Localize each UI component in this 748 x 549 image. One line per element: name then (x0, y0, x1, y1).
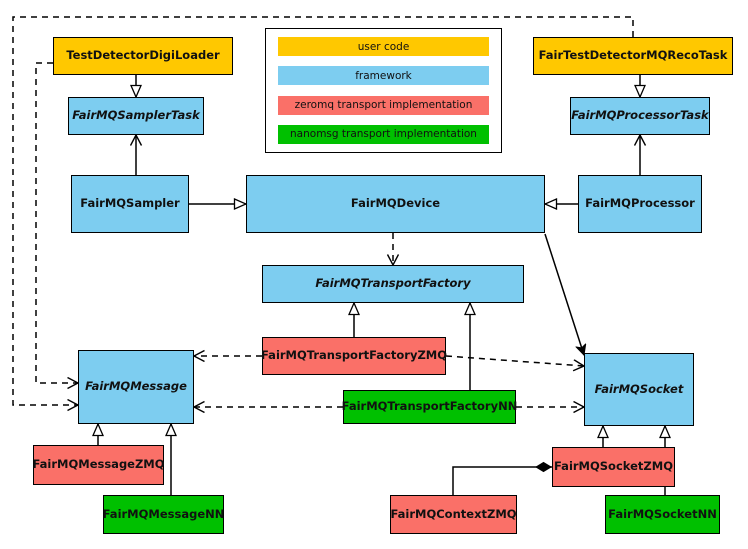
class-box-fairmqprocessor[interactable]: FairMQProcessor (578, 175, 702, 233)
edge-device-socket (544, 233, 584, 355)
class-box-label: FairMQProcessorTask (571, 108, 709, 123)
legend-item-framework: framework (278, 66, 489, 86)
class-box-label: FairMQSocket (594, 381, 684, 396)
class-box-fairmqcontextzmq[interactable]: FairMQContextZMQ (390, 495, 517, 534)
class-box-label: FairMQTransportFactoryNN (341, 399, 518, 414)
class-box-fairmqsocket[interactable]: FairMQSocket (584, 353, 694, 426)
class-box-label: FairMQContextZMQ (390, 506, 517, 521)
class-box-testdetectordigiloader[interactable]: TestDetectorDigiLoader (53, 37, 233, 75)
class-box-fairmqsocketnn[interactable]: FairMQSocketNN (605, 495, 720, 534)
class-box-label: FairMQSocketZMQ (554, 459, 673, 474)
class-box-fairmqtransportfactoryzmq[interactable]: FairMQTransportFactoryZMQ (261, 337, 448, 375)
class-box-label: FairMQMessageZMQ (32, 457, 165, 472)
class-box-label: FairMQSampler (80, 196, 180, 211)
class-box-label: FairMQDevice (350, 196, 441, 211)
class-box-fairmqdevice[interactable]: FairMQDevice (246, 175, 545, 233)
class-box-label: FairMQMessage (85, 379, 187, 394)
class-box-label: FairMQSocketNN (608, 506, 717, 521)
class-box-fairmqtransportfactorynn[interactable]: FairMQTransportFactoryNN (341, 390, 518, 424)
edge-factoryzmq-socket (445, 355, 584, 366)
class-box-label: FairTestDetectorMQRecoTask (538, 48, 728, 63)
class-box-fairmqmessagenn[interactable]: FairMQMessageNN (103, 495, 224, 534)
legend-item-user-code: user code (278, 37, 489, 56)
class-box-fairmqprocessortask[interactable]: FairMQProcessorTask (570, 97, 710, 135)
class-box-label: FairMQMessageNN (102, 506, 225, 521)
class-box-fairmqmessagezmq[interactable]: FairMQMessageZMQ (32, 445, 165, 485)
class-box-fairmqsampler[interactable]: FairMQSampler (71, 175, 189, 233)
legend: user code framework zeromq transport imp… (265, 28, 502, 153)
class-box-fairmqsamplertask[interactable]: FairMQSamplerTask (68, 97, 204, 135)
class-box-label: FairMQTransportFactoryZMQ (261, 348, 448, 363)
class-box-label: FairMQTransportFactory (315, 276, 471, 291)
legend-item-nanomsg: nanomsg transport implementation (278, 124, 489, 144)
class-box-fairtestdetectormqrecotask[interactable]: FairTestDetectorMQRecoTask (533, 37, 733, 75)
class-box-label: FairMQSamplerTask (72, 108, 200, 123)
class-box-fairmqtransportfactory[interactable]: FairMQTransportFactory (262, 265, 524, 303)
edge-contextzmq-socketzmq (452, 461, 552, 495)
legend-item-zeromq: zeromq transport implementation (278, 95, 489, 115)
class-box-label: FairMQProcessor (585, 196, 695, 211)
class-box-fairmqmessage[interactable]: FairMQMessage (78, 350, 194, 424)
class-box-fairmqsocketzmq[interactable]: FairMQSocketZMQ (552, 447, 675, 487)
class-box-label: TestDetectorDigiLoader (66, 48, 220, 63)
